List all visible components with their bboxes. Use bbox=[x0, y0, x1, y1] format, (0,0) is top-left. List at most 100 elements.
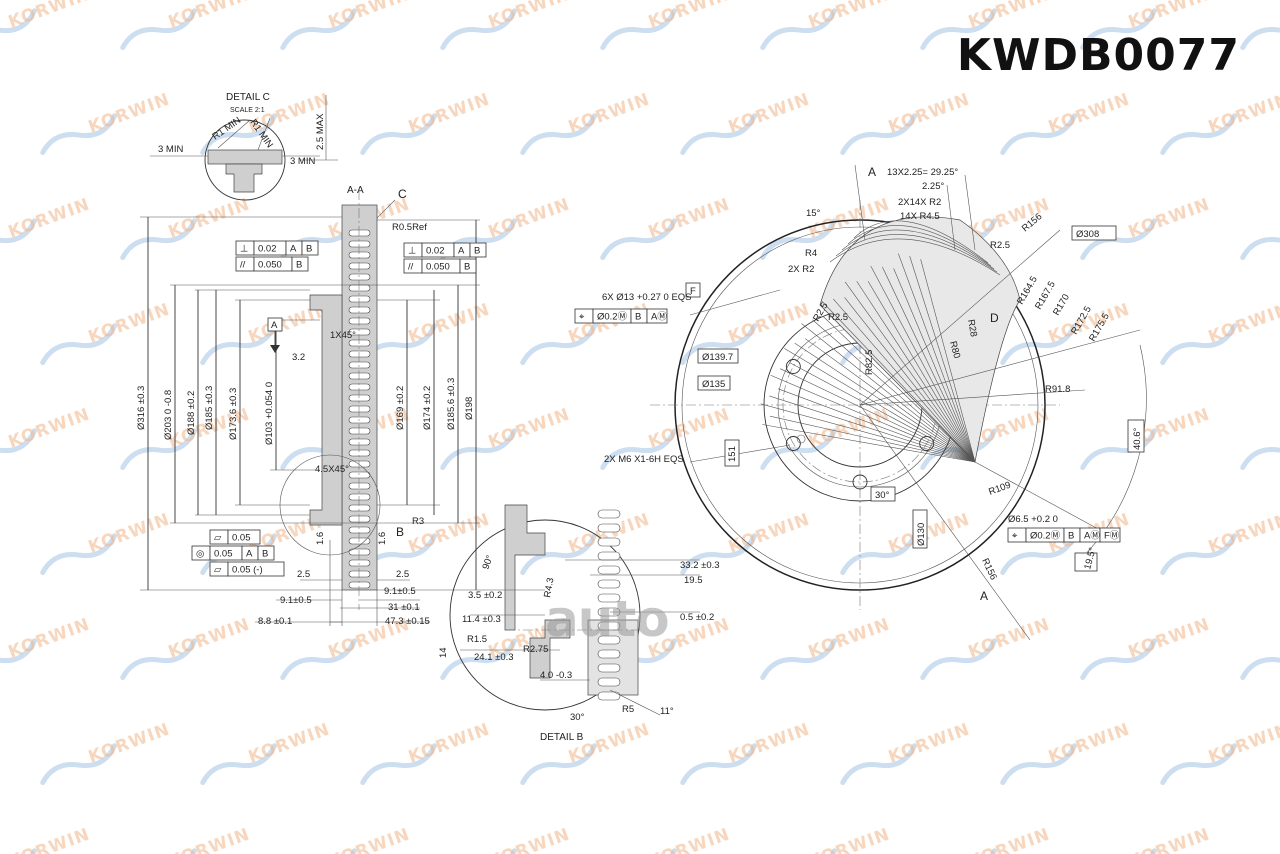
watermark-text: KORWIN bbox=[1206, 300, 1280, 348]
frame-cell-text: 0.05 bbox=[232, 533, 251, 544]
watermark-swoosh bbox=[1080, 428, 1157, 471]
watermark-swoosh bbox=[1160, 743, 1237, 786]
dim-d174: Ø174 ±0.2 bbox=[422, 386, 433, 430]
watermark-swoosh bbox=[840, 113, 917, 156]
watermark-swoosh bbox=[40, 113, 117, 156]
watermark-tile: KORWIN bbox=[520, 90, 653, 156]
watermark-tile: KORWIN bbox=[1160, 720, 1280, 786]
vent-slot bbox=[348, 339, 371, 347]
vent-slot bbox=[348, 493, 371, 501]
frame-cell-text: 0.02 bbox=[258, 244, 277, 255]
frame-cell-text: B bbox=[1068, 531, 1074, 542]
watermark-tile: KORWIN bbox=[40, 720, 173, 786]
detail-c-min-right: 3 MIN bbox=[290, 156, 315, 167]
fv-d308: Ø308 bbox=[1076, 229, 1099, 240]
watermark-tile: KORWIN bbox=[1240, 218, 1280, 261]
watermark-text: KORWIN bbox=[726, 510, 813, 558]
frame-cell-text: A bbox=[246, 549, 253, 560]
fv-d65: Ø6.5 +0.2 0 bbox=[1008, 514, 1058, 525]
frame-cell-text: AⓂ bbox=[1084, 531, 1100, 542]
watermark-tile: KORWIN bbox=[1080, 405, 1213, 471]
watermark-text: KORWIN bbox=[886, 90, 973, 138]
watermark-tile: KORWIN bbox=[680, 720, 813, 786]
watermark-swoosh bbox=[1000, 533, 1077, 576]
watermark-text: KORWIN bbox=[1206, 90, 1280, 138]
frame-cell bbox=[469, 242, 487, 258]
fv-d225: 2.25° bbox=[922, 181, 944, 192]
watermark-swoosh bbox=[1160, 113, 1237, 156]
dim-d185: Ø185 ±0.3 bbox=[204, 386, 215, 430]
vent-slot bbox=[597, 593, 621, 603]
vent-slot bbox=[348, 471, 371, 479]
fan-line bbox=[780, 368, 976, 463]
fan-arc bbox=[829, 238, 1001, 276]
watermark-swoosh bbox=[40, 533, 117, 576]
part-number: KWDB0077 bbox=[956, 30, 1240, 81]
vent-slot bbox=[348, 372, 371, 380]
vent-slot bbox=[597, 663, 621, 673]
watermark-tile: KORWIN bbox=[1240, 638, 1280, 681]
watermark-text: KORWIN bbox=[1206, 720, 1280, 768]
frame-cell-text: A bbox=[458, 246, 465, 257]
vent-slot bbox=[348, 504, 371, 512]
frame-cell-text: ⌖ bbox=[1012, 531, 1018, 542]
fv-r14x: 14X R4.5 bbox=[900, 211, 940, 222]
watermark-text: KORWIN bbox=[646, 825, 733, 854]
watermark-tile: KORWIN bbox=[0, 405, 93, 471]
watermark-swoosh bbox=[440, 8, 517, 51]
bolt-hole bbox=[785, 359, 801, 374]
watermark-tile: KORWIN bbox=[840, 720, 973, 786]
watermark-tile: KORWIN bbox=[920, 825, 1053, 854]
dim-w25b: 2.5 bbox=[396, 569, 409, 580]
watermark-tile: KORWIN bbox=[760, 615, 893, 681]
watermark-swoosh bbox=[0, 428, 37, 471]
fan-line bbox=[844, 281, 976, 463]
watermark-tile: KORWIN bbox=[120, 615, 253, 681]
watermark-text: KORWIN bbox=[166, 615, 253, 663]
detail-c-r1-left: R1 MIN bbox=[210, 115, 243, 143]
c-marker: C bbox=[398, 187, 407, 201]
frame-cell-text: ◎ bbox=[196, 549, 205, 560]
frame-cell-text: FⓂ bbox=[1104, 531, 1120, 542]
watermark-swoosh bbox=[680, 323, 757, 366]
detail-b-14: 14 bbox=[438, 647, 449, 658]
fan-line bbox=[794, 342, 976, 463]
detail-b-332: 33.2 ±0.3 bbox=[680, 560, 720, 571]
watermark-swoosh bbox=[0, 218, 37, 261]
watermark-tile: KORWIN bbox=[440, 0, 573, 51]
detail-c-max: 2.5 MAX bbox=[315, 113, 326, 150]
watermark-tile: KORWIN bbox=[360, 90, 493, 156]
watermark-text: KORWIN bbox=[1046, 720, 1133, 768]
d-marker: D bbox=[990, 311, 999, 325]
fan-line bbox=[784, 348, 976, 463]
dim-d316: Ø316 ±0.3 bbox=[136, 386, 147, 430]
fan-line bbox=[844, 297, 976, 463]
watermark-text: KORWIN bbox=[566, 300, 653, 348]
fv-m6: 2X M6 X1-6H EQS bbox=[604, 454, 684, 465]
f-marker: F bbox=[690, 286, 696, 297]
vent-slot bbox=[597, 509, 621, 519]
vent-slot bbox=[348, 460, 371, 468]
vent-slot bbox=[348, 515, 371, 523]
watermark-text: KORWIN bbox=[726, 720, 813, 768]
vent-slot bbox=[348, 361, 371, 369]
dim-w473: 47.3 ±0.15 bbox=[385, 616, 430, 627]
vent-slot bbox=[348, 284, 371, 292]
watermark-text: KORWIN bbox=[806, 0, 893, 33]
dim-w25a: 2.5 bbox=[297, 569, 310, 580]
frame-cell-text: B bbox=[464, 262, 470, 273]
watermark-text: KORWIN bbox=[486, 195, 573, 243]
vent-slot bbox=[348, 328, 371, 336]
fan-arc bbox=[841, 229, 995, 270]
frame-cell bbox=[227, 561, 285, 577]
fan-line bbox=[760, 403, 976, 463]
a-marker-top: A bbox=[868, 165, 876, 179]
watermark-swoosh bbox=[760, 638, 837, 681]
watermark-swoosh bbox=[520, 113, 597, 156]
watermark-text: KORWIN bbox=[1126, 0, 1213, 33]
watermark-tile: KORWIN bbox=[600, 0, 733, 51]
watermark-tile: KORWIN bbox=[440, 405, 573, 471]
watermark-tile: KORWIN bbox=[40, 300, 173, 366]
roughness-16b: 1.6 bbox=[377, 532, 388, 545]
